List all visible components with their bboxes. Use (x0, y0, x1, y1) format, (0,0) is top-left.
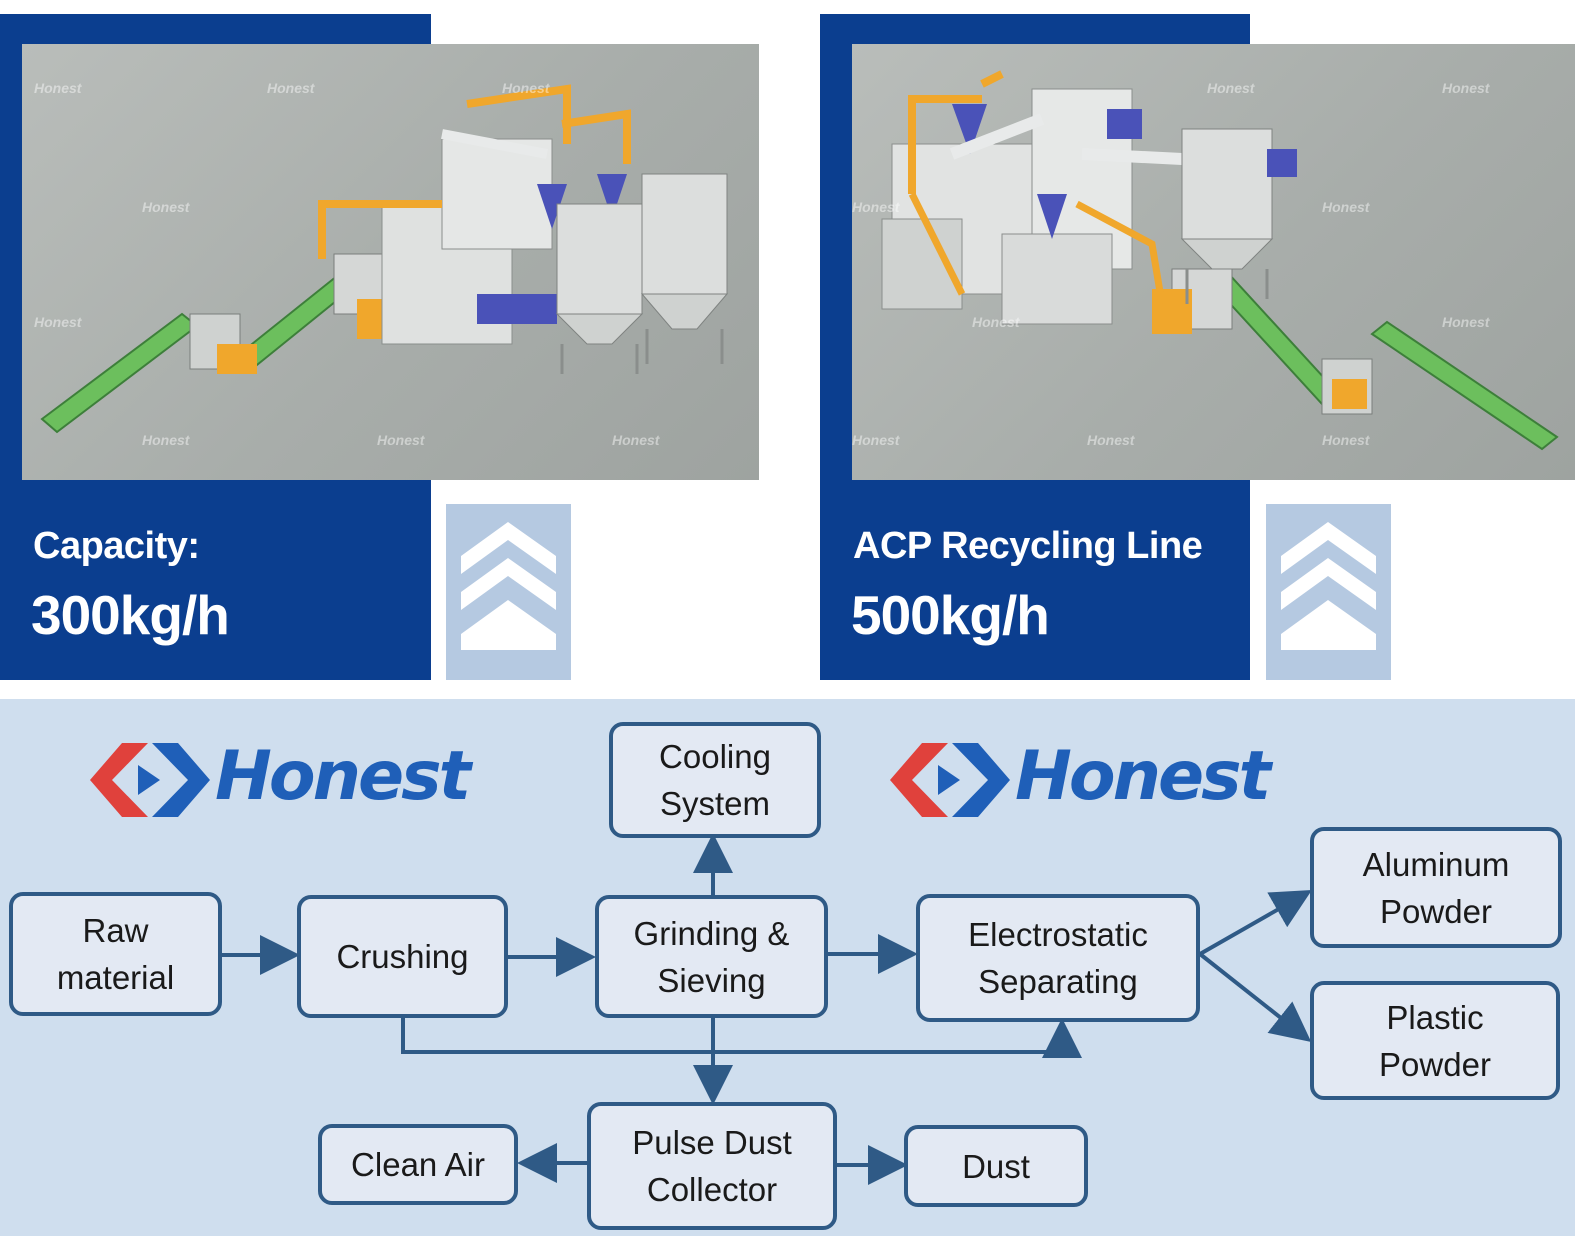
node-crushing: Crushing (297, 895, 508, 1018)
line-title-label: ACP Recycling Line (853, 525, 1203, 567)
honest-logo-icon (90, 743, 210, 817)
panel-side-band (0, 14, 22, 484)
honest-logo-icon (890, 743, 1010, 817)
watermark-text: Honest (1442, 80, 1490, 96)
watermark-text: Honest (142, 199, 190, 215)
node-dust: Dust (904, 1125, 1088, 1207)
capacity-label: Capacity: (33, 525, 200, 567)
watermark-text: Honest (377, 432, 425, 448)
panel-side-band (820, 14, 852, 484)
watermark-text: Honest (972, 314, 1020, 330)
watermark-text: Honest (852, 199, 900, 215)
line-title-label-box: ACP Recycling Line 500kg/h (820, 480, 1250, 680)
node-grinding-sieving: Grinding & Sieving (595, 895, 828, 1018)
watermark-text: Honest (142, 432, 190, 448)
watermark-text: Honest (502, 80, 550, 96)
node-aluminum-powder: Aluminum Powder (1310, 827, 1562, 948)
honest-logo-text: Honest (1015, 737, 1271, 816)
capacity-value: 300kg/h (31, 584, 230, 646)
process-flow-diagram: Honest Honest Cooling Syste (0, 699, 1575, 1236)
machine-render-image-300: Honest Honest Honest Honest Honest Hones… (22, 44, 759, 480)
flow-arrows (220, 833, 1312, 1185)
node-clean-air: Clean Air (318, 1124, 518, 1205)
watermark-text: Honest (1442, 314, 1490, 330)
watermark-text: Honest (612, 432, 660, 448)
watermark-text: Honest (1322, 432, 1370, 448)
watermark-text: Honest (267, 80, 315, 96)
honest-logo: Honest (890, 735, 1350, 825)
node-electrostatic-separating: Electrostatic Separating (916, 894, 1200, 1022)
panel-header-band (0, 14, 431, 44)
chevron-up-icon (1266, 504, 1391, 680)
honest-logo-text: Honest (215, 737, 471, 816)
chevron-up-icon (446, 504, 571, 680)
node-pulse-dust-collector: Pulse Dust Collector (587, 1102, 837, 1230)
watermark-text: Honest (34, 314, 82, 330)
honest-logo: Honest (90, 735, 550, 825)
recycling-line-illustration (40, 84, 729, 434)
machine-render-image-500: Honest Honest Honest Honest Honest Hones… (852, 44, 1575, 480)
node-cooling-system: Cooling System (609, 722, 821, 838)
panel-header-band (820, 14, 1250, 44)
arrow-electro-to-plastic (1198, 952, 1312, 1042)
arrow-electro-to-aluminum (1199, 890, 1312, 956)
watermark-text: Honest (1087, 432, 1135, 448)
watermark-text: Honest (34, 80, 82, 96)
capacity-label-box: Capacity: 300kg/h (0, 480, 431, 680)
line-capacity-value: 500kg/h (851, 584, 1050, 646)
arrow-crushing-to-electro (401, 1017, 1082, 1058)
watermark-text: Honest (852, 432, 900, 448)
recycling-line-illustration (881, 70, 1559, 451)
watermark-text: Honest (1322, 199, 1370, 215)
node-raw-material: Raw material (9, 892, 222, 1016)
node-plastic-powder: Plastic Powder (1310, 981, 1560, 1100)
watermark-text: Honest (1207, 80, 1255, 96)
